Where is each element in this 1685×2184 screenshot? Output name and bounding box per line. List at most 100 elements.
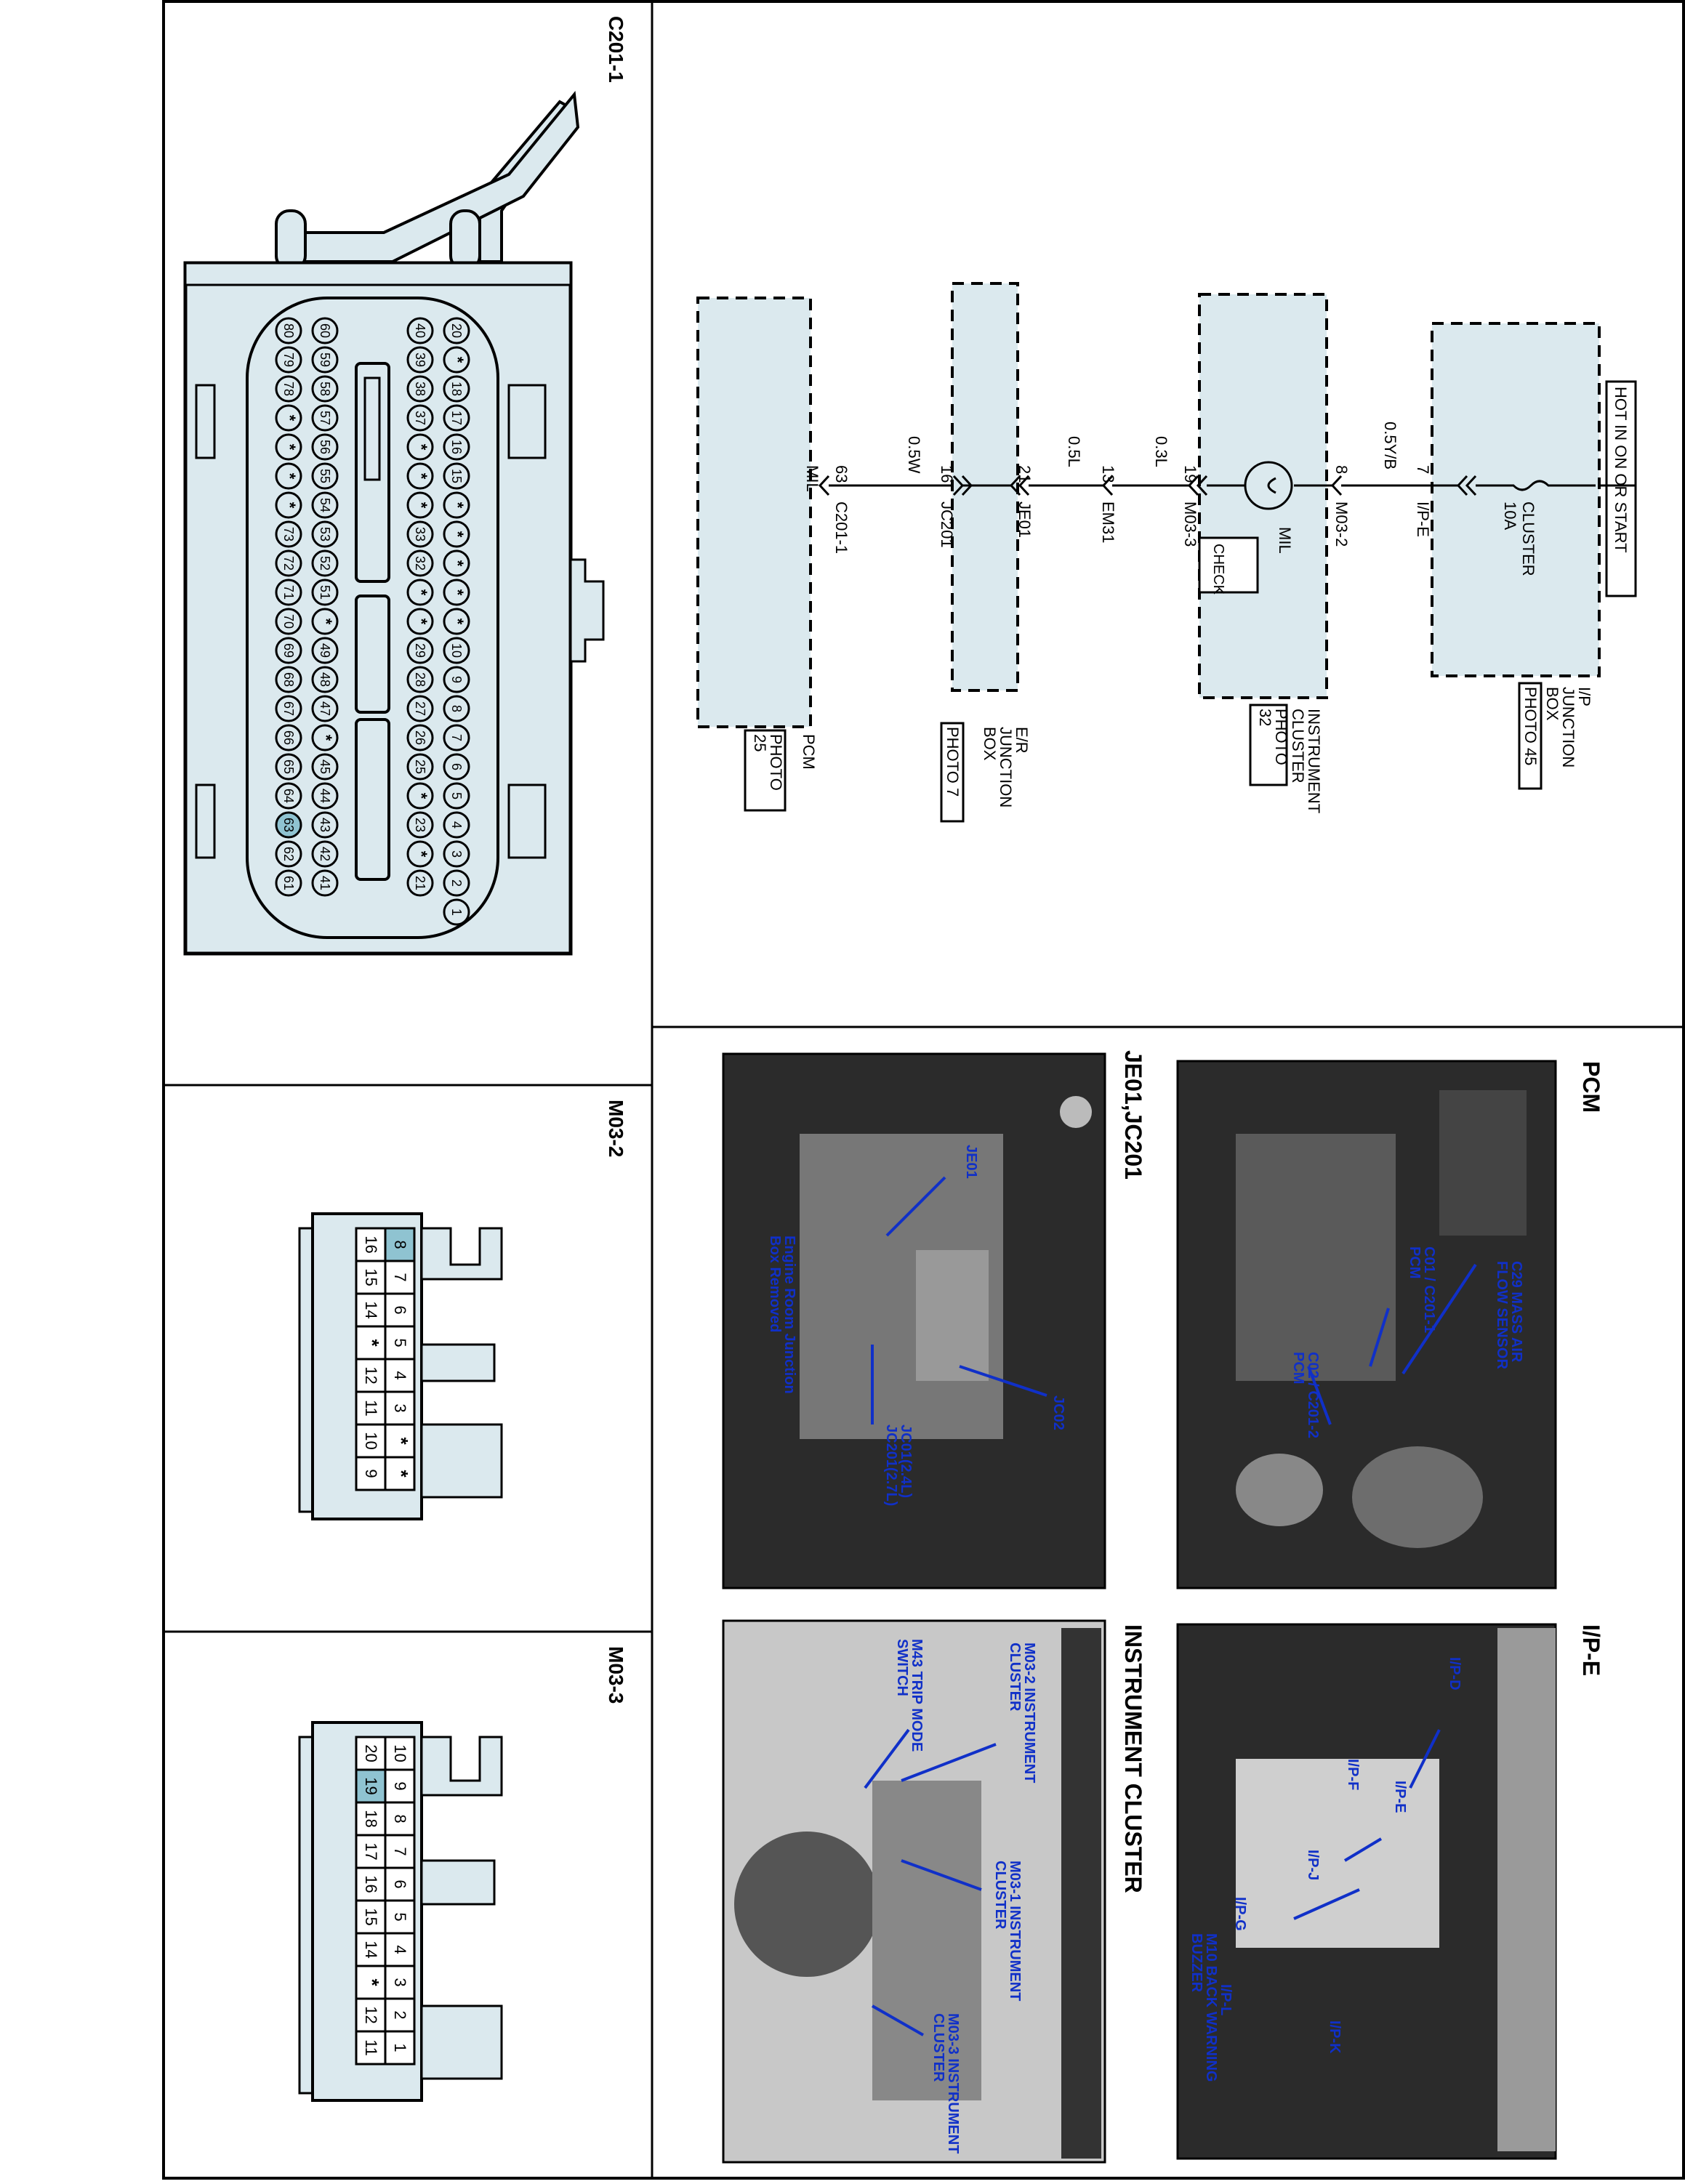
m033-row-1-cell-label: 7 [391,1847,409,1855]
c201-row-3-pin-label: 48 [318,672,332,687]
c201-row-3-pin [311,782,339,810]
pcm-photo-a: PHOTO [767,734,785,791]
m033-row-2-cell [355,1768,387,1804]
c201-row-2-pin [406,637,434,664]
ic-m43-label-1: M43 TRIP MODE [909,1639,925,1752]
m032-row-2-cell-label: * [361,1339,383,1347]
c201-row-4-pin [275,491,302,519]
lever-post-1 [449,209,481,270]
m033-row-1-cell-label: 6 [391,1879,409,1888]
c201-row-1-pin-label: 10 [449,643,464,658]
c201-row-2-pin-label: * [412,473,430,480]
m033-row-1-cell [384,1997,416,2033]
wire-label-1: 0.5Y/B [1381,422,1399,470]
c201-row-1-pin [443,346,470,374]
c201-row-2-pin-label: 27 [413,701,427,716]
ipe-d-label: I/P-D [1447,1657,1463,1691]
c201-row-3-pin-label: 47 [318,701,332,716]
c201-row-2-pin [406,840,434,868]
photo-panel-je01: JE01,JC201 JE01 Engine Room Junction Box… [722,1050,1146,1589]
circuit-schematic: HOT IN ON OR START CLUSTER 10A I/P JUNCT… [696,282,1637,823]
m033-row-2-cell-label: 15 [362,1908,380,1925]
m032-row-2-cell-label: 12 [362,1366,380,1384]
ic-photo-a: PHOTO [1272,709,1290,765]
m032-row-1-cell-label: 8 [391,1240,409,1249]
pcm-photo-b: 25 [751,734,769,751]
ipe-photo-title: I/P-E [1578,1624,1604,1676]
erjb-label-1: E/R [1013,727,1031,754]
c201-row-4-pin [275,666,302,693]
hot-label: HOT IN ON OR START [1612,387,1630,553]
c201-row-4-pin-label: 67 [281,701,296,716]
pin-7: 7 [1414,465,1432,474]
c201-row-3-pin-label: 54 [318,498,332,512]
c201-row-2-pin-label: 21 [413,876,427,890]
c201-row-3-pin [311,811,339,839]
c201-row-1-pin [443,898,470,926]
c201-row-1-pin-label: 18 [449,382,464,396]
c201-row-2-pin [406,491,434,519]
pcm-c02-label-2: PCM [1290,1352,1306,1384]
c201-row-1-pin [443,724,470,751]
c201-row-1-pin-label: 5 [449,792,464,799]
c201-row-4-pin [275,782,302,810]
c201-row-2-pin-label: 28 [413,672,427,687]
c201-row-1-pin [443,433,470,461]
c201-row-2-pin [406,695,434,722]
check-label: CHECK [1210,544,1226,595]
ipjb-label-3: BOX [1543,687,1561,721]
m033-row-1-cell-label: 5 [391,1912,409,1921]
m033-row-2-cell-label: 14 [362,1941,380,1958]
je-jc02-arrow [959,1365,1047,1397]
pcm-c02-arrow [1307,1366,1332,1425]
ipjb-photo: PHOTO 45 [1521,687,1540,765]
m033-row-2-cell [355,1801,387,1837]
pin-63: 63 [832,465,850,483]
c201-row-3-pin [311,840,339,868]
ipe-m10-label-1: M10 BACK WARNING [1203,1933,1219,2082]
c201-row-3-pin [311,549,339,577]
m033-row-1-cell-label: 9 [391,1781,409,1790]
c201-row-3-pin [311,666,339,693]
je-erjb-label-1: Engine Room Junction [781,1236,797,1394]
pcm-photo-part-2 [1236,1454,1323,1526]
c201-row-3-pin [311,317,339,344]
ic-m031-label-1: M03-1 INSTRUMENT [1007,1861,1023,2001]
c201-row-2-pin-label: 25 [413,759,427,774]
c201-row-4-pin-label: 70 [281,614,296,629]
m033-row-2-cell-label: 17 [362,1842,380,1860]
ic-photo-housing [872,1781,981,2100]
ic-m43-label-2: SWITCH [894,1639,910,1696]
c201-row-1-pin-label: 1 [449,908,464,916]
c201-row-2-pin-label: * [412,589,430,596]
c201-row-4-pin [275,724,302,751]
m032-title: M03-2 [605,1100,627,1157]
photo-panel-ipe: I/P-E I/P-D I/P-E I/P-F I/P-J I/P-G M10 … [1176,1623,1604,2160]
m033-tab-2 [420,1859,496,1906]
c201-row-4-pin [275,637,302,664]
pcm-c02-label-1: C02 / C201-2 [1305,1352,1321,1438]
m033-row-1-cell [384,1932,416,1967]
c201-row-1-pin-label: * [449,589,467,596]
ic-m033-arrow [872,2004,924,2036]
m032-row-2-cell [355,1292,387,1328]
ic-photo-gauge [734,1832,880,1977]
m033-row-2-cell [355,2030,387,2066]
m033-back-plate [298,1736,314,2095]
m033-row-2-cell-label: * [361,1978,383,1986]
c201-row-2-pin [406,404,434,432]
c201-row-1-pin-label: 7 [449,734,464,741]
c201-row-2-pin [406,549,434,577]
m032-row-1-cell-label: * [390,1437,412,1445]
c201-row-3-pin [311,579,339,606]
m032-row-2-cell [355,1390,387,1426]
em31-connector-symbol [1101,475,1114,496]
m033-row-2-cell-label: 12 [362,2006,380,2023]
c201-row-1-pin-label: 17 [449,411,464,425]
c201-row-2-pin-label: 23 [413,818,427,832]
c201-row-1-pin-label: * [449,502,467,509]
m032-row-1-cell-label: 4 [391,1371,409,1379]
c201-row-1-pin [443,782,470,810]
c201-row-4-pin-label: 62 [281,847,296,861]
m032-row-2-cell-label: 11 [362,1400,380,1417]
